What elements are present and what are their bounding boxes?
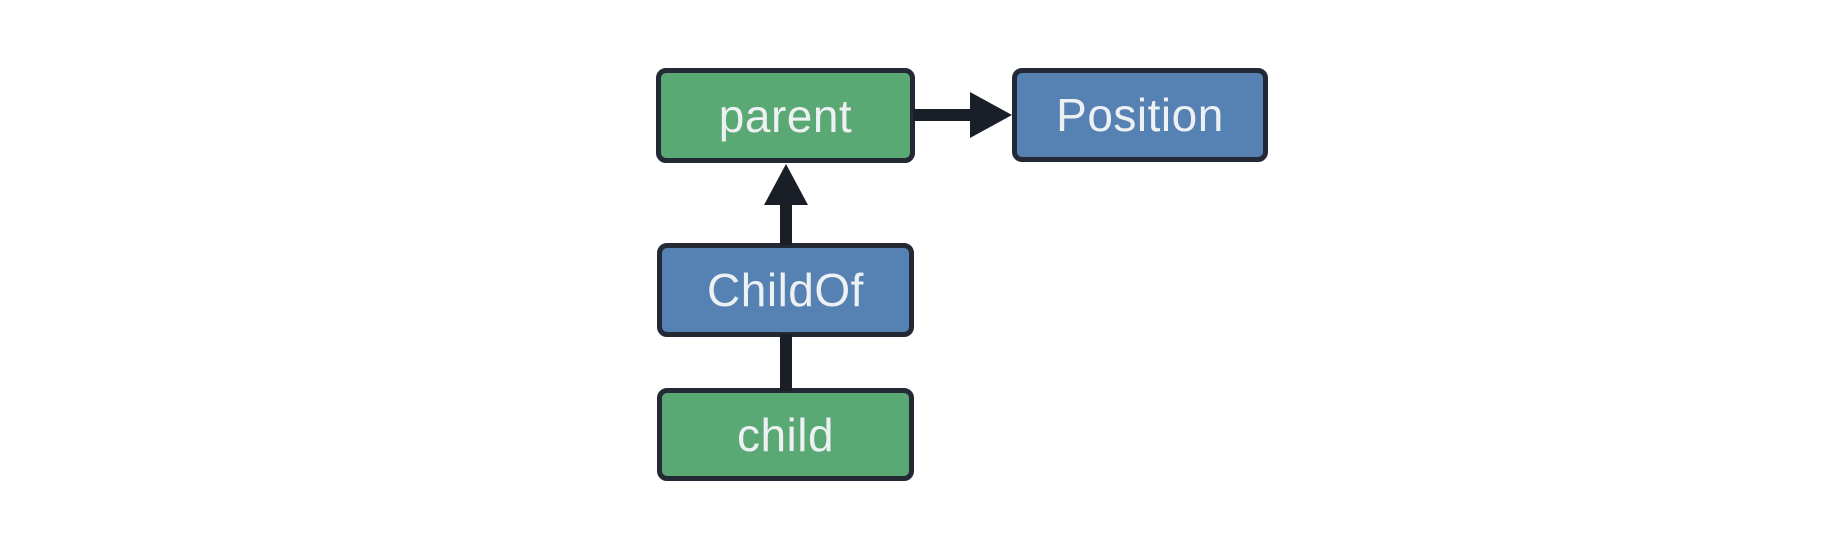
node-child: child xyxy=(657,388,914,481)
edge-parent-to-position xyxy=(913,92,1012,138)
node-parent: parent xyxy=(656,68,915,163)
node-position: Position xyxy=(1012,68,1268,162)
node-childof-label: ChildOf xyxy=(707,264,864,316)
node-parent-label: parent xyxy=(718,89,853,142)
node-position-label: Position xyxy=(1056,89,1224,141)
node-childof: ChildOf xyxy=(657,243,914,337)
node-child-label: child xyxy=(736,408,835,461)
arrowhead-up-icon xyxy=(764,164,808,205)
arrowhead-right-icon xyxy=(970,92,1012,138)
edge-childof-to-parent xyxy=(764,164,808,245)
